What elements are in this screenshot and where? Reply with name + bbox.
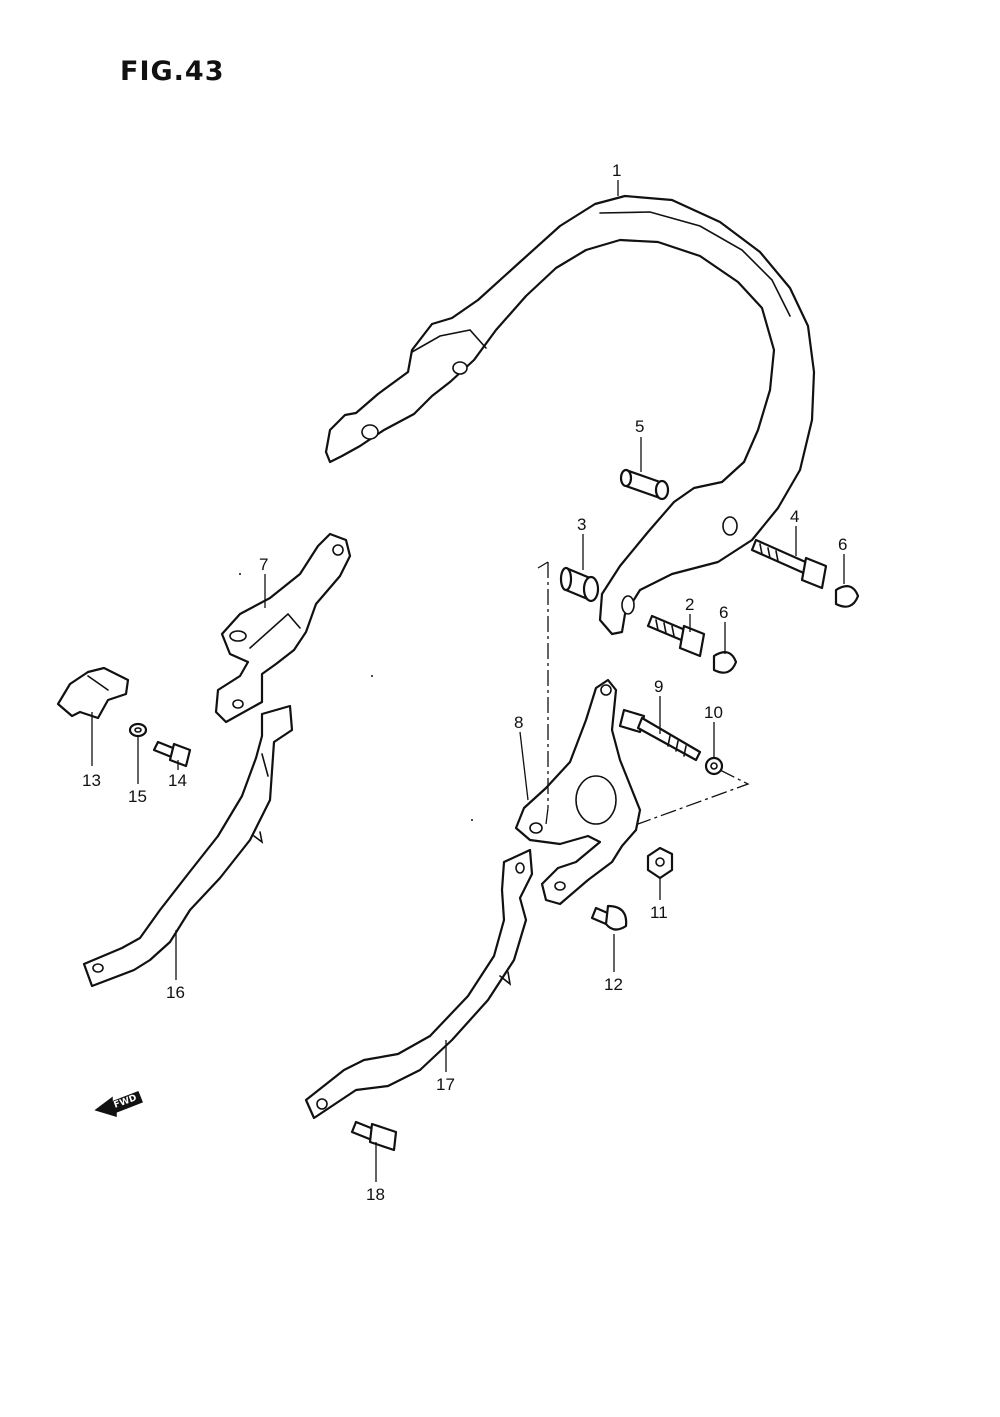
callout-17: 17: [436, 1075, 455, 1094]
part-9-bolt: [618, 708, 702, 762]
callout-16: 16: [166, 983, 185, 1002]
part-18-bolt: [350, 1120, 398, 1152]
alignment-lines: [537, 561, 750, 825]
figure-title: FIG.43: [120, 56, 225, 87]
fwd-arrow-icon: [94, 1091, 143, 1118]
callout-14: 14: [168, 771, 187, 790]
part-16-stay: [82, 704, 294, 988]
callout-13: 13: [82, 771, 101, 790]
part-12-bolt: [590, 904, 628, 931]
callout-1: 1: [612, 161, 621, 180]
part-3-collar: [559, 566, 600, 603]
part-7-bracket: [214, 532, 352, 724]
callout-2: 2: [685, 595, 694, 614]
callout-4: 4: [790, 507, 799, 526]
part-14-bolt: [152, 740, 192, 768]
callout-18: 18: [366, 1185, 385, 1204]
forward-direction-arrow: FWD: [94, 1091, 143, 1118]
part-17-stay: [304, 848, 534, 1120]
part-13-clip: [56, 666, 130, 720]
callout-7: 7: [259, 555, 268, 574]
callout-15: 15: [128, 787, 147, 806]
part-4-bolt: [750, 538, 828, 590]
part-6-cap: [712, 585, 860, 674]
part-11-nut: [646, 846, 674, 880]
callout-11: 11: [650, 903, 668, 922]
callout-3: 3: [577, 515, 586, 534]
callout-labels: 1 2 3 4 5 6 6 7 8 9 10 11 12 13 14 15 16…: [82, 161, 847, 1204]
leader-lines: [91, 180, 845, 1182]
part-5-collar: [619, 468, 670, 501]
scan-specks: [239, 573, 473, 821]
part-2-bolt: [646, 614, 706, 658]
part-15-washer: [128, 722, 148, 738]
callout-10: 10: [704, 703, 723, 722]
part-10-washer: [704, 756, 724, 776]
callout-6b: 6: [719, 603, 728, 622]
part-1-grab-rail: [324, 194, 816, 636]
callout-12: 12: [604, 975, 623, 994]
callout-6a: 6: [838, 535, 847, 554]
callout-9: 9: [654, 677, 663, 696]
callout-5: 5: [635, 417, 644, 436]
callout-8: 8: [514, 713, 523, 732]
part-8-plate: [514, 678, 642, 906]
